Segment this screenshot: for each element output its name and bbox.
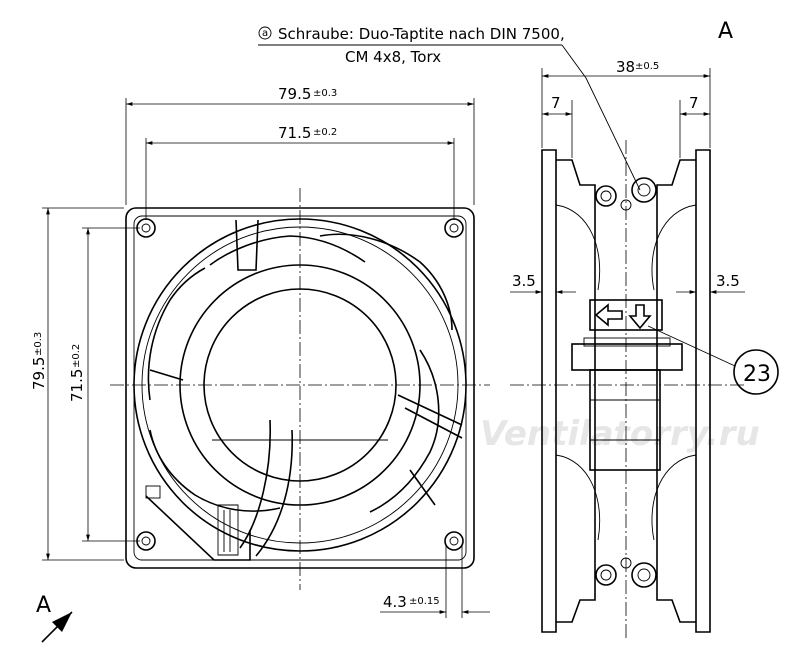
dim-width-holes-value: 71.5 [278, 124, 311, 142]
note-line-1: Schraube: Duo-Taptite nach DIN 7500, [278, 25, 565, 43]
callout-leader [647, 325, 736, 367]
screw-note: a Schraube: Duo-Taptite nach DIN 7500, C… [258, 25, 641, 191]
dim-height-outer-value: 79.5 [30, 357, 48, 390]
dim-width-outer-tol: ±0.3 [313, 88, 337, 99]
note-leader [561, 44, 641, 191]
motor-struts [235, 219, 463, 557]
dim-height-outer-tol: ±0.3 [33, 332, 44, 356]
dim-flange-left-value: 7 [551, 94, 561, 112]
note-marker: a [262, 28, 268, 39]
dim-width-holes-tol: ±0.2 [313, 127, 337, 138]
callout-circle [733, 349, 779, 395]
connector-housing [589, 369, 661, 471]
view-arrow-a-label: A [36, 593, 51, 618]
dim-step-right-value: 3.5 [716, 272, 740, 290]
airflow-arrow-icon [594, 303, 623, 327]
dim-height-holes-tol: ±0.2 [71, 344, 82, 368]
flange-left [541, 149, 557, 633]
dim-width-outer-value: 79.5 [278, 85, 311, 103]
front-view: 79.5 ±0.3 71.5 ±0.2 79.5 ±0.3 71.5 ±0.2 … [30, 85, 490, 618]
callout-number: 23 [743, 362, 771, 387]
rotation-arrow-icon [628, 304, 652, 330]
view-label-a: A [718, 19, 733, 44]
view-arrow-a: A [36, 593, 73, 643]
dim-depth-value: 38 [616, 58, 635, 76]
note-line-2: CM 4x8, Torx [345, 48, 441, 66]
dim-hole-tol: ±0.15 [409, 596, 440, 607]
cable-channel [145, 485, 251, 561]
dim-height-holes-value: 71.5 [68, 369, 86, 402]
fan-blades [147, 233, 453, 513]
dim-step-left-value: 3.5 [512, 272, 536, 290]
flange-right [695, 149, 711, 633]
dim-hole-value: 4.3 [383, 593, 407, 611]
dim-flange-right-value: 7 [689, 94, 699, 112]
side-view: 38 ±0.5 7 7 3.5 3.5 23 [510, 58, 779, 640]
note-marker-circle [258, 26, 272, 40]
watermark: Ventilatorry.ru [480, 414, 760, 454]
connector-block [571, 343, 683, 371]
dim-depth-tol: ±0.5 [635, 61, 659, 72]
